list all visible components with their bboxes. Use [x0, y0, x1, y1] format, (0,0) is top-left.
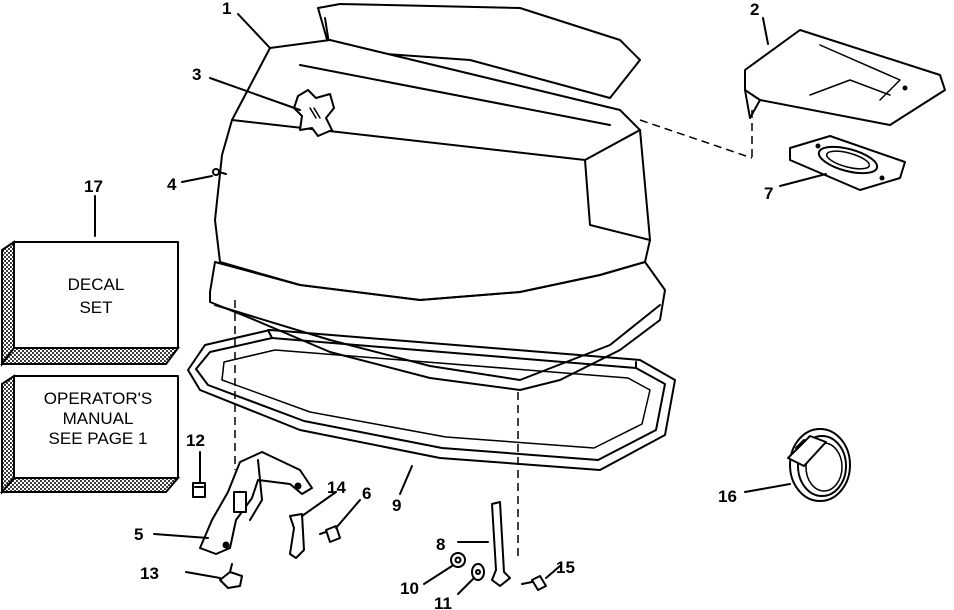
- callout-2: 2: [750, 0, 759, 19]
- bracket-part-5: [199, 451, 313, 555]
- callout-5: 5: [134, 525, 143, 544]
- callout-10: 10: [400, 579, 419, 598]
- callout-11: 11: [434, 594, 452, 610]
- decal-set-box: [0, 240, 180, 367]
- callout-8: 8: [436, 535, 445, 554]
- cable-part-16: [787, 428, 851, 502]
- callout-9: 9: [392, 496, 401, 515]
- manual-line-3: SEE PAGE 1: [49, 429, 148, 448]
- strap-part-14: [289, 513, 305, 559]
- callout-7: 7: [764, 184, 773, 203]
- nut-part-10: [450, 552, 466, 568]
- cover-seal-part-9: [187, 300, 676, 560]
- screw-part-15: [521, 575, 547, 591]
- decal-set-line-1: DECAL: [68, 275, 125, 294]
- plate-part-7: [789, 135, 906, 191]
- decal-part-3: [293, 89, 335, 137]
- callout-14: 14: [327, 478, 346, 497]
- manual-line-2: MANUAL: [63, 409, 134, 428]
- operators-manual-box: [0, 374, 181, 495]
- callout-4: 4: [167, 175, 177, 194]
- bolt-part-6: [319, 525, 341, 543]
- clip-part-12: [192, 482, 206, 498]
- callout-17: 17: [84, 177, 103, 196]
- rod-part-8: [491, 501, 511, 587]
- top-cover-part-2: [744, 29, 946, 126]
- washer-part-11: [471, 563, 485, 581]
- callout-15: 15: [556, 558, 575, 577]
- decal-set-line-2: SET: [79, 298, 112, 317]
- screw-part-4: [212, 168, 227, 176]
- manual-line-1: OPERATOR'S: [44, 389, 152, 408]
- callout-6: 6: [362, 484, 371, 503]
- callout-13: 13: [140, 564, 159, 583]
- engine-cover-part-1: [209, 3, 666, 391]
- leader-lines: [94, 13, 827, 595]
- callout-3: 3: [192, 65, 201, 84]
- callout-1: 1: [222, 0, 231, 18]
- grommet-part-13: [219, 563, 243, 589]
- callout-16: 16: [718, 487, 737, 506]
- callout-12: 12: [186, 431, 205, 450]
